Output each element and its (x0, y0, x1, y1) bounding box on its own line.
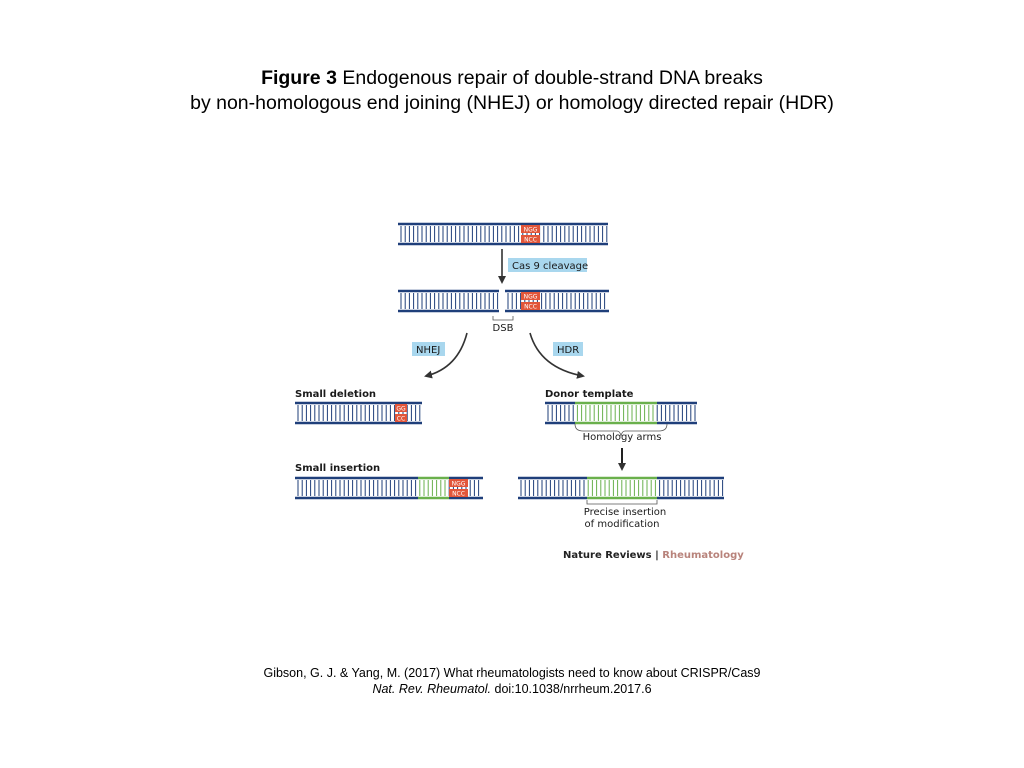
citation: Gibson, G. J. & Yang, M. (2017) What rhe… (0, 665, 1024, 697)
journal-separator: | (652, 550, 663, 561)
figure-title-line1: Endogenous repair of double-strand DNA b… (342, 67, 763, 89)
pam-box-top: NGG NCC (521, 225, 540, 244)
small-deletion-label: Small deletion (295, 389, 376, 400)
figure-number: Figure 3 (261, 67, 337, 89)
pam-cut-bottom-label: CC (397, 416, 405, 423)
figure-title: Figure 3 Endogenous repair of double-str… (0, 66, 1024, 116)
pam-bottom-label: NCC (524, 304, 537, 311)
dna-strand-precise-insertion (518, 476, 724, 500)
dna-strand-cleaved-left (398, 289, 499, 313)
pam-bottom-label: NCC (524, 237, 537, 244)
journal-section: Rheumatology (662, 550, 744, 561)
dna-strand-original (398, 222, 608, 246)
cas9-cleavage-label: Cas 9 cleavage (512, 261, 588, 272)
nhej-arrow (424, 332, 468, 379)
citation-line2: Nat. Rev. Rheumatol. doi:10.1038/nrrheum… (0, 681, 1024, 697)
pam-box-deletion: GG CC (395, 404, 407, 423)
cas9-label-bg (508, 258, 587, 272)
precise-insertion-line2: of modification (585, 519, 660, 530)
pam-top-label: NGG (524, 227, 538, 234)
homology-arms-bracket (574, 423, 668, 437)
citation-doi: doi:10.1038/nrrheum.2017.6 (491, 682, 652, 696)
dna-strand-donor-template (545, 401, 697, 425)
pam-cut-top-label: GG (396, 406, 406, 413)
pam-bottom-label: NCC (452, 491, 465, 498)
journal-name: Nature Reviews (563, 550, 652, 561)
dsb-label: DSB (493, 323, 514, 334)
precise-insertion-bracket (586, 500, 658, 505)
nhej-label-bg (412, 342, 445, 356)
hdr-label-bg (553, 342, 583, 356)
donor-template-label: Donor template (545, 389, 634, 400)
homology-arms-label: Homology arms (583, 432, 662, 443)
pam-box-insertion: NGG NCC (449, 479, 468, 498)
citation-journal: Nat. Rev. Rheumatol. (372, 682, 492, 696)
nhej-label: NHEJ (416, 345, 440, 356)
figure-title-line2: by non-homologous end joining (NHEJ) or … (190, 92, 834, 114)
pam-top-label: NGG (524, 294, 538, 301)
small-insertion-label: Small insertion (295, 463, 380, 474)
hdr-label: HDR (557, 345, 579, 356)
dna-strand-cleaved-right (505, 289, 609, 313)
hdr-arrow (529, 332, 585, 379)
pam-box-cleaved: NGG NCC (521, 292, 540, 311)
dna-strand-small-deletion (295, 401, 422, 425)
journal-credit: Nature Reviews | Rheumatology (563, 550, 744, 561)
dsb-bracket (492, 316, 514, 321)
pam-top-label: NGG (452, 481, 466, 488)
precise-insertion-line1: Precise insertion (584, 507, 666, 518)
citation-line1: Gibson, G. J. & Yang, M. (2017) What rhe… (263, 666, 761, 680)
